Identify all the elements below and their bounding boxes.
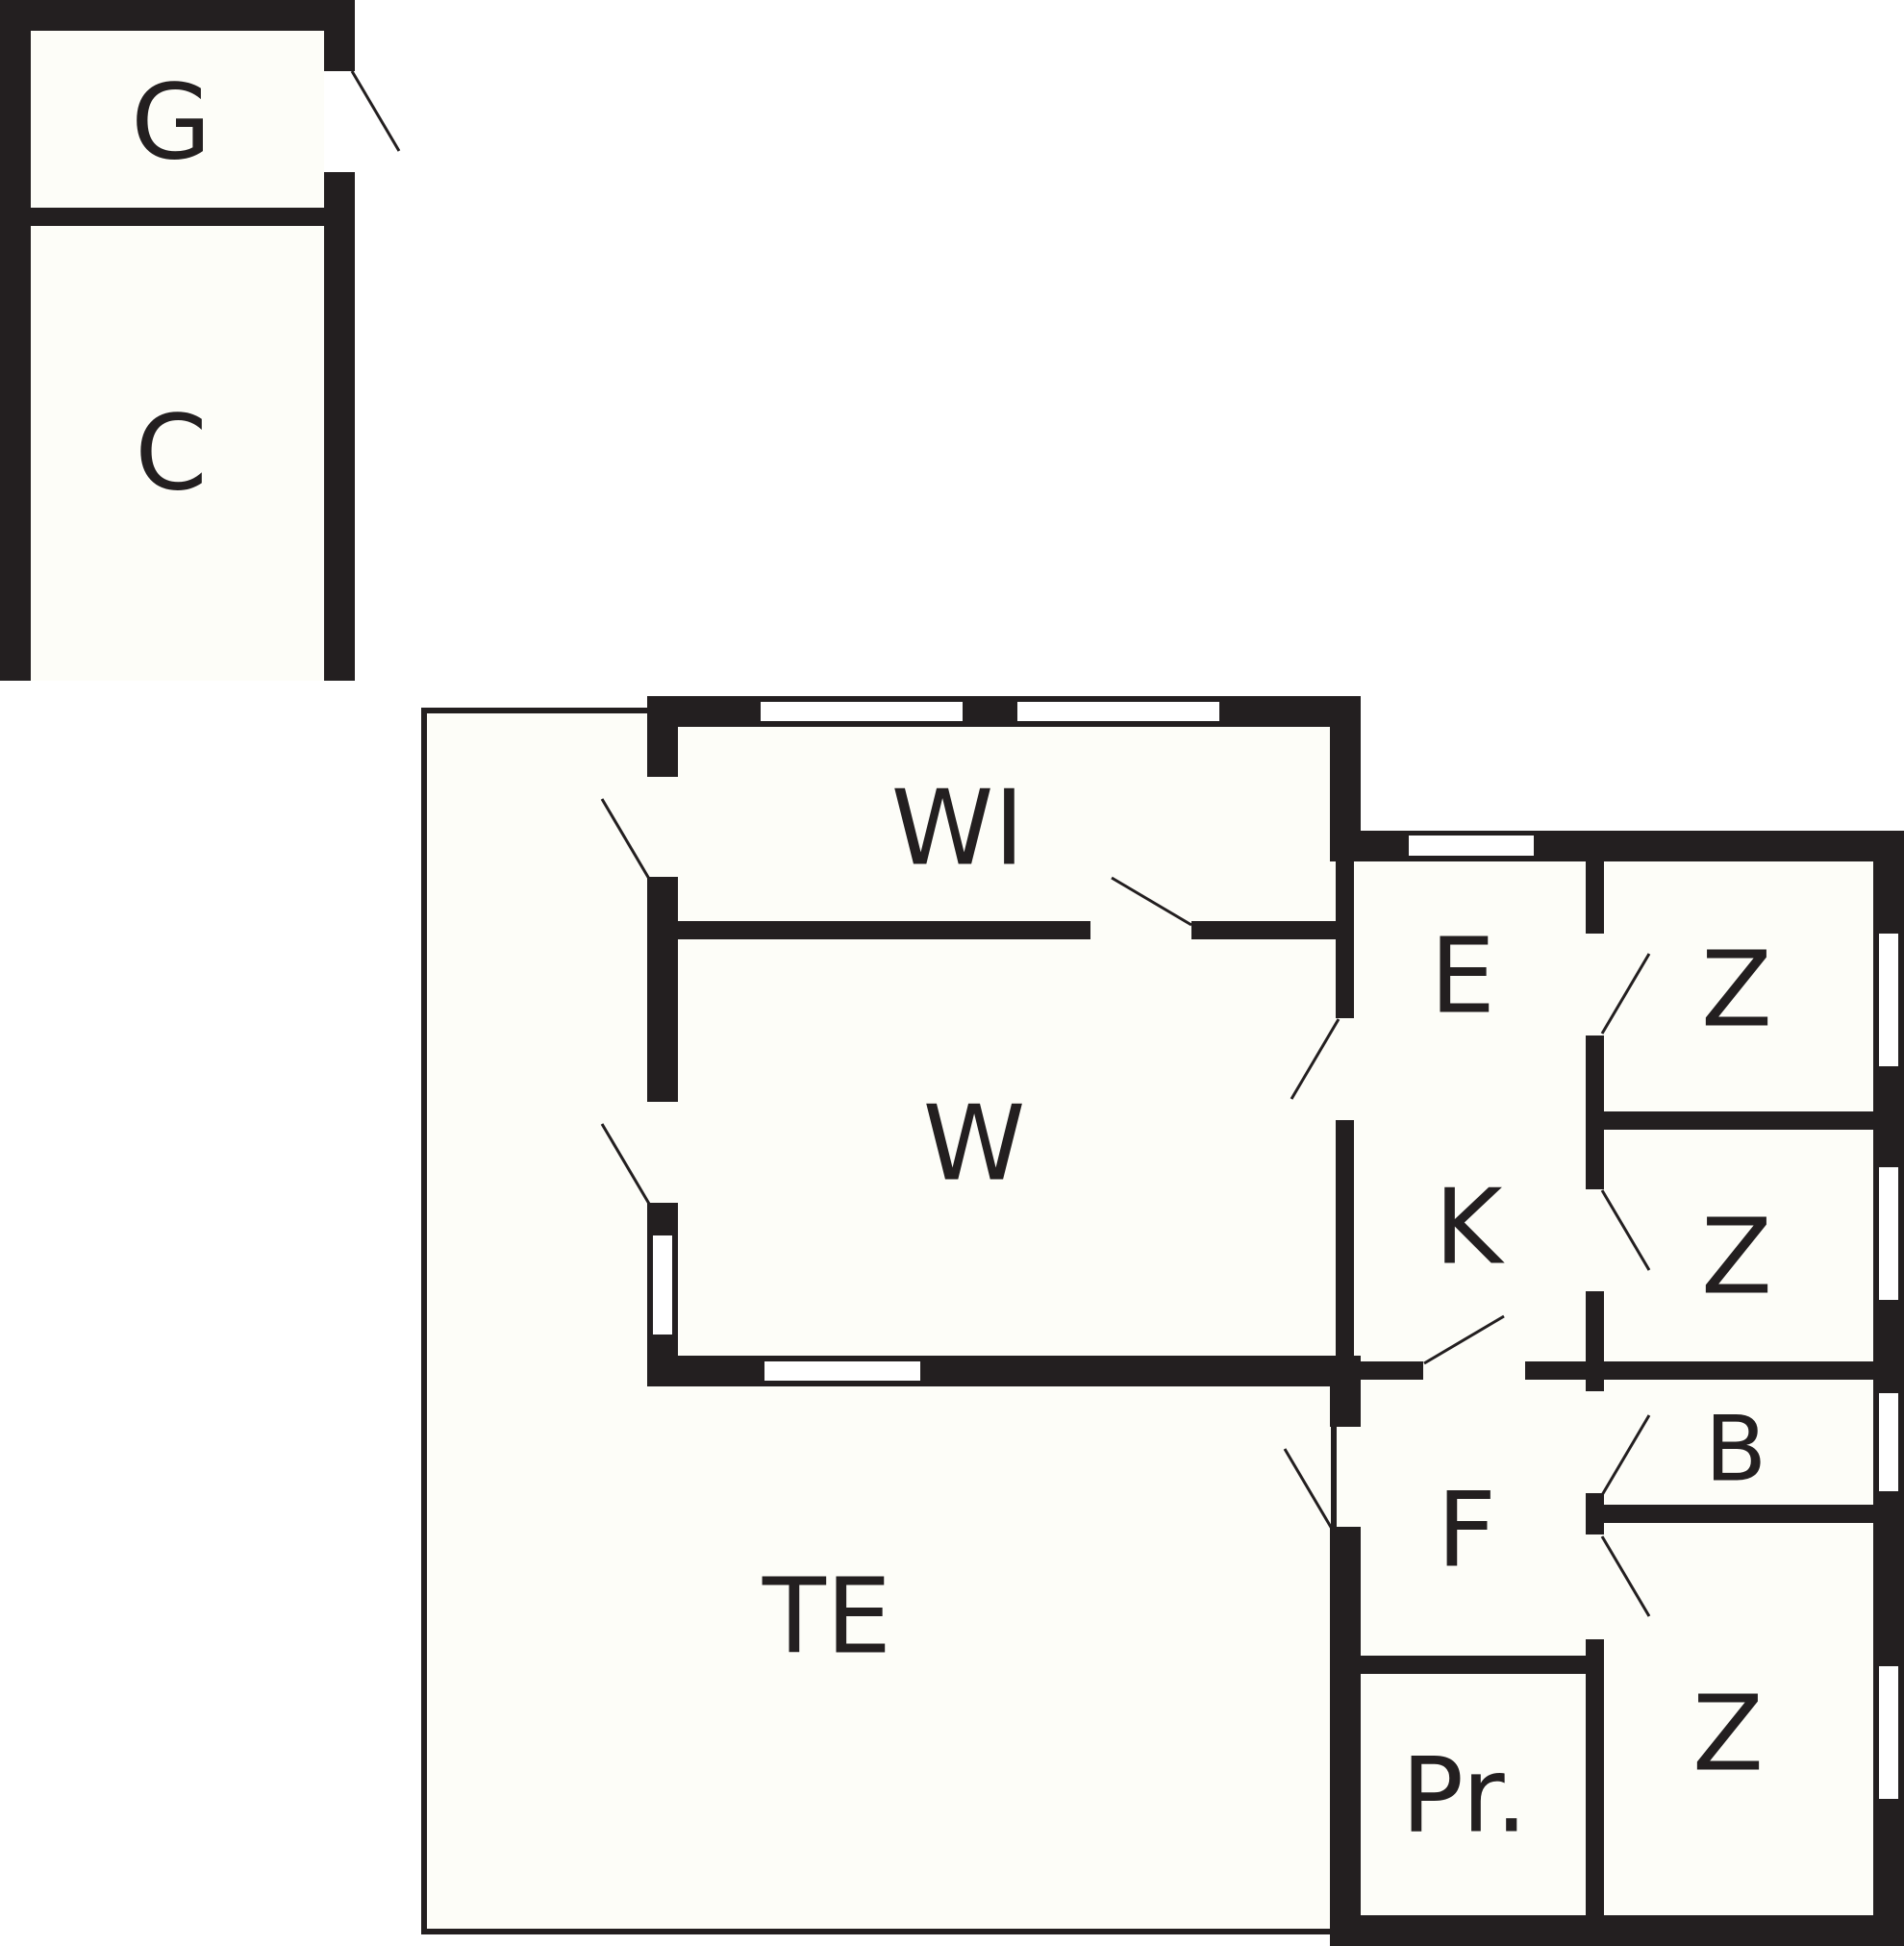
room-label-z2: Z: [1701, 1198, 1772, 1318]
house-floor-right: [1337, 832, 1904, 1946]
window: [761, 702, 963, 721]
door-swing: [1290, 1018, 1340, 1100]
room-label-c: C: [135, 394, 207, 514]
wall: [1586, 1639, 1604, 1928]
wall: [1586, 1493, 1604, 1534]
room-label-w: W: [923, 1085, 1026, 1205]
window: [1879, 1393, 1898, 1491]
wall: [647, 696, 1361, 727]
room-label-e: E: [1430, 917, 1495, 1037]
wall: [324, 172, 355, 681]
wall: [31, 208, 324, 226]
room-label-wi: WI: [891, 769, 1025, 889]
wall: [1336, 1120, 1354, 1356]
wall: [0, 0, 31, 681]
wall: [1330, 1527, 1361, 1946]
room-label-z1: Z: [1701, 931, 1772, 1051]
door-swing: [600, 1123, 651, 1205]
room-label-g: G: [131, 63, 212, 184]
door-swing: [1283, 1448, 1334, 1530]
room-label-b: B: [1705, 1398, 1767, 1503]
window: [653, 1235, 672, 1335]
window: [1409, 836, 1534, 856]
wall: [1361, 1656, 1586, 1674]
room-label-pr: Pr.: [1401, 1736, 1528, 1857]
room-label-f: F: [1437, 1471, 1496, 1591]
wall: [1336, 856, 1354, 1018]
wall: [324, 0, 355, 71]
main-house: [421, 696, 1904, 1946]
room-label-te: TE: [762, 1558, 891, 1678]
door-swing: [1423, 1314, 1505, 1365]
room-labels: G C WI W E K Z Z B F Z Pr. TE: [131, 63, 1772, 1857]
door-swing: [1111, 876, 1192, 927]
wall: [647, 1356, 1361, 1386]
door-swing: [350, 70, 401, 152]
window: [1879, 1167, 1898, 1300]
window: [1879, 1666, 1898, 1799]
door-swing: [600, 798, 651, 880]
wall: [1525, 1361, 1887, 1380]
window: [764, 1361, 920, 1381]
wall: [1191, 921, 1336, 939]
wall: [1604, 1505, 1873, 1523]
door-swing: [1600, 953, 1651, 1035]
wall: [678, 921, 1090, 939]
house-floor-left: [648, 697, 1360, 1385]
wall: [1330, 1915, 1904, 1946]
outbuilding-floor: [31, 31, 324, 681]
wall: [1330, 1356, 1361, 1427]
wall: [0, 0, 355, 31]
room-label-z3: Z: [1692, 1675, 1764, 1795]
window: [1879, 934, 1898, 1066]
room-label-k: K: [1435, 1168, 1506, 1288]
door-swing: [1600, 1414, 1651, 1496]
wall: [1361, 1361, 1423, 1380]
wall: [1586, 1035, 1604, 1189]
wall: [1604, 1111, 1873, 1130]
wall: [647, 877, 678, 1102]
wall: [1586, 1291, 1604, 1391]
window: [1017, 702, 1219, 721]
wall: [647, 696, 678, 777]
wall: [1586, 856, 1604, 934]
outbuilding: [0, 0, 401, 681]
door-swing: [1600, 1189, 1651, 1271]
door-swing: [1600, 1535, 1651, 1617]
